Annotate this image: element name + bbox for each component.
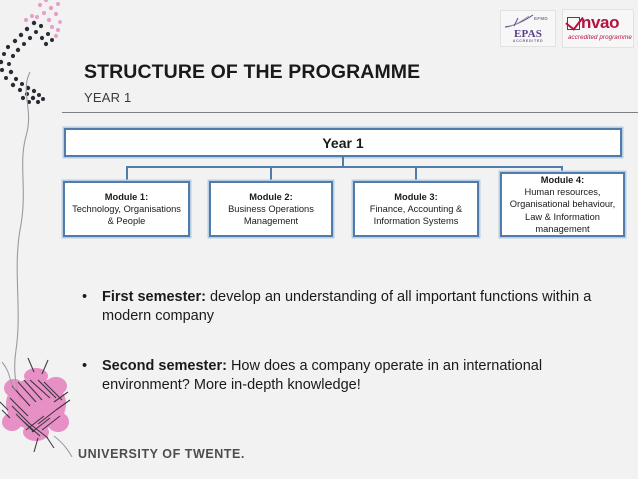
checkmark-box-icon bbox=[567, 17, 580, 30]
year-node: Year 1 bbox=[64, 128, 622, 157]
first-semester-label: First semester: bbox=[102, 289, 206, 305]
module-1-line-2: & People bbox=[107, 216, 146, 227]
module-4-line-2: Organisational behaviour, bbox=[509, 199, 616, 210]
module-node-4: Module 4: Human resources, Organisationa… bbox=[500, 172, 625, 237]
connector-drop-module-3 bbox=[415, 166, 417, 181]
second-semester-label: Second semester: bbox=[102, 358, 227, 374]
list-item: • First semester: develop an understandi… bbox=[80, 288, 610, 326]
connector-root-drop bbox=[342, 157, 344, 168]
list-item: • Second semester: How does a company op… bbox=[80, 357, 610, 395]
efmd-label: EFMD bbox=[534, 16, 548, 21]
university-wordmark: UNIVERSITY OF TWENTE. bbox=[78, 447, 245, 461]
semester-bullet-list: • First semester: develop an understandi… bbox=[80, 288, 610, 395]
module-2-line-1: Business Operations bbox=[228, 203, 314, 214]
epas-wordmark: EPAS bbox=[513, 28, 543, 40]
module-1-line-1: Technology, Organisations bbox=[72, 203, 181, 214]
connector-drop-module-4 bbox=[561, 166, 563, 172]
module-4-line-1: Human resources, bbox=[524, 187, 601, 198]
module-2-line-2: Management bbox=[243, 216, 299, 227]
second-semester-text: How does a company operate in an interna… bbox=[102, 358, 543, 393]
title-divider bbox=[62, 112, 638, 113]
connector-drop-module-2 bbox=[270, 166, 272, 181]
nvao-accredited-programme-label: accredited programme bbox=[568, 34, 632, 41]
efmd-swoosh-icon bbox=[504, 14, 534, 28]
module-1-heading: Module 1: bbox=[104, 191, 149, 202]
module-2-heading: Module 2: bbox=[249, 191, 293, 202]
connector-horizontal-bus bbox=[126, 166, 563, 168]
module-3-heading: Module 3: bbox=[394, 191, 438, 202]
first-semester-text: develop an understanding of all importan… bbox=[102, 289, 592, 324]
epas-efmd-logo: EFMD EPAS ACCREDITED bbox=[500, 10, 556, 47]
module-4-heading: Module 4: bbox=[540, 175, 585, 185]
connector-drop-module-1 bbox=[126, 166, 128, 181]
page-title: STRUCTURE OF THE PROGRAMME bbox=[84, 61, 421, 83]
nvao-logo: nvao accredited programme bbox=[562, 9, 634, 48]
epas-accredited-label: ACCREDITED bbox=[512, 39, 544, 43]
bullet-marker: • bbox=[82, 358, 88, 374]
bullet-marker: • bbox=[82, 289, 88, 305]
accreditation-logos: EFMD EPAS ACCREDITED nvao accredited pro… bbox=[500, 9, 634, 48]
module-3-line-2: Information Systems bbox=[373, 216, 459, 227]
module-4-line-3: Law & Information bbox=[525, 211, 600, 222]
module-4-line-4: management bbox=[535, 223, 590, 234]
module-node-1: Module 1: Technology, Organisations & Pe… bbox=[63, 181, 190, 237]
module-node-3: Module 3: Finance, Accounting & Informat… bbox=[353, 181, 479, 237]
module-3-line-1: Finance, Accounting & bbox=[369, 203, 463, 214]
nvao-wordmark: nvao bbox=[581, 13, 620, 32]
page-subtitle: YEAR 1 bbox=[84, 90, 132, 105]
module-node-2: Module 2: Business Operations Management bbox=[209, 181, 333, 237]
